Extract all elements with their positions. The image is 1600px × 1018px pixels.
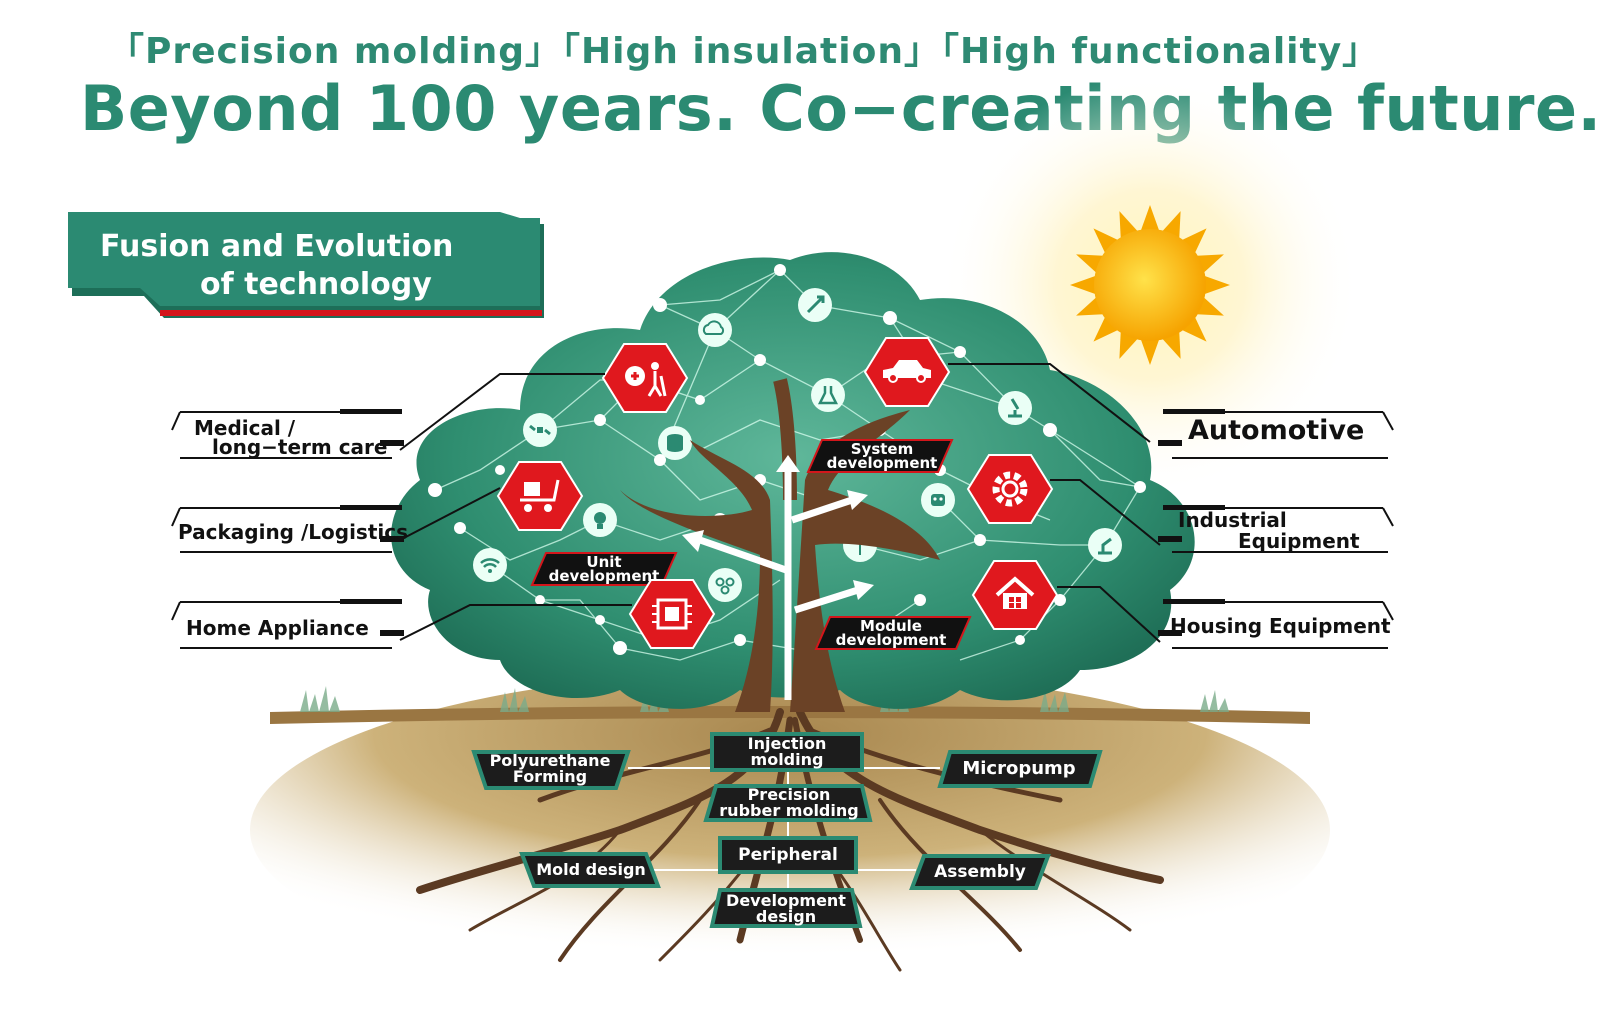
label-industrial-line2: Equipment [1238,529,1360,553]
root-precision-rubber-molding: Precision rubber molding [712,787,866,819]
growth-arrows [682,455,874,700]
market-hexagons [496,337,1059,649]
medical-care-icon [601,343,689,413]
headline: Beyond 100 years. Co−creating the future… [80,72,1600,145]
banner-shape [68,212,544,318]
car-icon [863,337,951,407]
root-tags [471,732,1103,928]
tag-system-development: System development [826,440,938,472]
tag-module-line2: development [835,631,947,649]
root-polyurethane-line2: Forming [512,767,588,786]
root-rubber-line1: Precision [747,785,831,804]
root-polyurethane-line1: Polyurethane [489,751,611,770]
tag-system-line2: development [826,454,938,472]
root-injection-line1: Injection [747,734,827,753]
label-automotive: Automotive [1188,415,1365,446]
label-housing: Housing Equipment [1170,614,1391,638]
label-medical-line1: Medical / [194,416,296,440]
gear-icon [966,454,1054,524]
root-mold-design: Mold design [536,860,646,879]
label-packaging: Packaging /Logistics [178,520,408,544]
root-connectors [628,767,940,890]
development-tags [530,439,972,650]
root-devdesign-line1: Development [726,891,846,910]
banner-title: Fusion and Evolution of technology [70,228,540,304]
label-home-appliance: Home Appliance [186,616,369,640]
callout-bars [340,409,1225,636]
cloud-icon [698,313,732,347]
logistics-cart-icon [496,461,584,531]
root-micropump: Micropump [962,758,1076,779]
tag-module-development: Module development [830,617,952,649]
tag-unit-line1: Unit [586,553,622,571]
banner-line-2: of technology [200,267,432,302]
root-assembly: Assembly [934,862,1026,882]
banner-line-1: Fusion and Evolution [100,229,454,264]
label-industrial-line1: Industrial [1178,508,1287,532]
flask-icon [811,378,845,412]
house-icon [971,560,1059,630]
root-development-design: Development design [716,893,856,925]
robot-arm-icon [1088,528,1122,562]
tag-unit-development: Unit development [546,553,662,585]
bulb-icon [583,503,617,537]
satellite-icon [523,413,557,447]
microscope-icon [998,391,1032,425]
root-rubber-line2: rubber molding [719,801,859,820]
chip-icon [628,579,716,649]
root-devdesign-line2: design [755,907,817,926]
rocket-icon [798,288,832,322]
root-injection-line2: molding [750,750,824,769]
root-peripheral: Peripheral [738,845,838,865]
database-icon [658,426,692,460]
robot-icon [921,483,955,517]
label-medical-line2: long−term care [212,435,388,459]
wifi-icon [473,548,507,582]
tag-unit-line2: development [548,567,660,585]
molecule-icon [708,568,742,602]
tag-module-line1: Module [860,617,922,635]
root-polyurethane-forming: Polyurethane Forming [480,753,620,785]
tagline: 「Precision molding」「High insulation」「Hig… [108,31,1380,72]
root-injection-molding: Injection molding [712,736,862,768]
tag-system-line1: System [850,440,914,458]
